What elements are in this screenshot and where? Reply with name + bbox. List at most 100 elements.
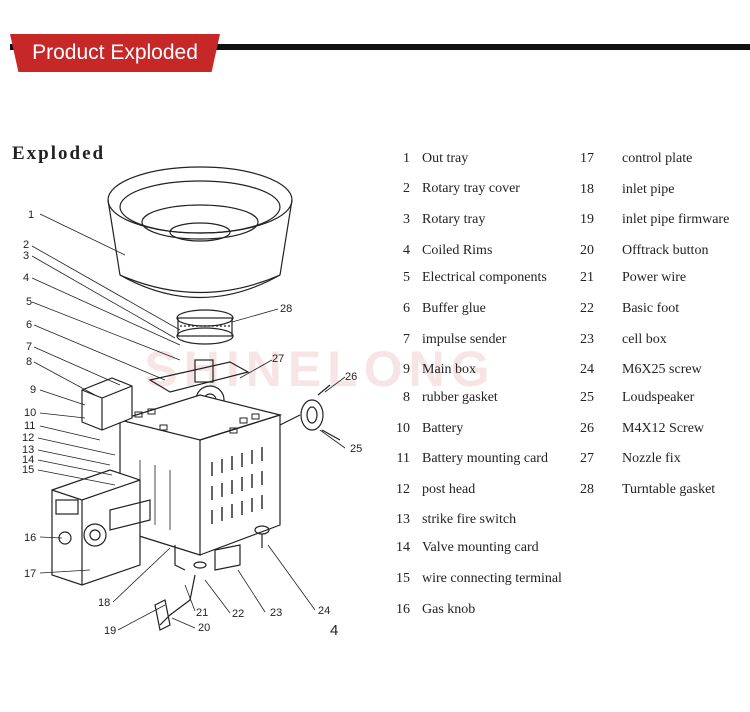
part-number: 4 bbox=[403, 243, 410, 258]
callout-12: 12 bbox=[22, 432, 34, 444]
part-number: 6 bbox=[403, 301, 410, 316]
part-number: 12 bbox=[396, 482, 410, 497]
callout-26: 26 bbox=[345, 371, 357, 383]
part-name: Rotary tray bbox=[422, 212, 486, 227]
loudspeaker-drawing bbox=[279, 384, 341, 441]
part-number: 1 bbox=[403, 151, 410, 166]
callout-21: 21 bbox=[196, 607, 208, 619]
banner-rule bbox=[10, 44, 750, 50]
callout-24: 24 bbox=[318, 605, 330, 617]
part-number: 20 bbox=[580, 243, 594, 258]
part-name: Battery bbox=[422, 421, 464, 436]
callout-11: 11 bbox=[24, 420, 35, 432]
control-plate-drawing bbox=[51, 469, 151, 586]
callout-7: 7 bbox=[26, 341, 32, 353]
part-name: control plate bbox=[622, 151, 693, 166]
part-name: Turntable gasket bbox=[622, 482, 716, 497]
banner-title: Product Exploded bbox=[32, 41, 198, 64]
callout-18: 18 bbox=[98, 597, 110, 609]
part-name: Valve mounting card bbox=[422, 540, 539, 555]
callout-19: 19 bbox=[104, 625, 116, 637]
part-number: 8 bbox=[403, 390, 410, 405]
electrical-components-drawing bbox=[81, 377, 133, 431]
part-name: inlet pipe bbox=[622, 182, 675, 197]
part-name: Loudspeaker bbox=[622, 390, 695, 405]
callout-27: 27 bbox=[272, 353, 284, 365]
part-name: Coiled Rims bbox=[422, 243, 493, 258]
part-name: M6X25 screw bbox=[622, 362, 702, 377]
part-name: Nozzle fix bbox=[622, 451, 681, 466]
part-name: Battery mounting card bbox=[422, 451, 548, 466]
part-name: inlet pipe firmware bbox=[622, 212, 730, 227]
part-name: Rotary tray cover bbox=[422, 181, 520, 196]
callout-9: 9 bbox=[30, 384, 36, 396]
part-name: Electrical components bbox=[422, 270, 547, 285]
part-number: 18 bbox=[580, 182, 594, 197]
part-number: 13 bbox=[396, 512, 410, 527]
part-name: wire connecting terminal bbox=[422, 571, 562, 586]
part-number: 3 bbox=[403, 212, 410, 227]
callout-2: 2 bbox=[23, 239, 29, 251]
part-number: 24 bbox=[580, 362, 594, 377]
callout-10: 10 bbox=[24, 407, 36, 419]
callout-4: 4 bbox=[23, 272, 29, 284]
page-number: 4 bbox=[330, 622, 338, 639]
part-number: 14 bbox=[396, 540, 410, 555]
callout-3: 3 bbox=[23, 250, 29, 262]
main-box-drawing bbox=[117, 394, 283, 556]
watermark-text: SHINELONG bbox=[144, 341, 495, 397]
part-name: Buffer glue bbox=[422, 301, 486, 316]
callout-23: 23 bbox=[270, 607, 282, 619]
part-number: 19 bbox=[580, 212, 594, 227]
part-name: Offtrack button bbox=[622, 243, 709, 258]
callout-6: 6 bbox=[26, 319, 32, 331]
part-name: post head bbox=[422, 482, 476, 497]
part-number: 5 bbox=[403, 270, 410, 285]
base-parts-drawing bbox=[154, 525, 270, 631]
banner-tab bbox=[10, 34, 220, 72]
part-name: M4X12 Screw bbox=[622, 421, 705, 436]
watermark: SHINELONG bbox=[144, 341, 495, 397]
part-number: 27 bbox=[580, 451, 594, 466]
callout-20: 20 bbox=[198, 622, 210, 634]
part-number: 9 bbox=[403, 362, 410, 377]
part-name: cell box bbox=[622, 332, 667, 347]
part-name: strike fire switch bbox=[422, 512, 517, 527]
callout-17: 17 bbox=[24, 568, 36, 580]
callout-13: 13 bbox=[22, 444, 34, 456]
part-number: 22 bbox=[580, 301, 594, 316]
part-number: 11 bbox=[396, 451, 410, 466]
part-number: 26 bbox=[580, 421, 594, 436]
part-number: 10 bbox=[396, 421, 410, 436]
part-number: 23 bbox=[580, 332, 594, 347]
callout-22: 22 bbox=[232, 608, 244, 620]
out-tray-drawing bbox=[107, 166, 293, 299]
callout-28: 28 bbox=[280, 303, 292, 315]
callout-25: 25 bbox=[350, 443, 362, 455]
part-name: rubber gasket bbox=[422, 390, 498, 405]
part-number: 15 bbox=[396, 571, 410, 586]
diagram-title: Exploded bbox=[12, 143, 106, 164]
callout-5: 5 bbox=[26, 296, 32, 308]
part-name: Main box bbox=[422, 362, 477, 377]
callout-14: 14 bbox=[22, 454, 34, 466]
part-name: impulse sender bbox=[422, 332, 507, 347]
callout-1: 1 bbox=[28, 209, 34, 221]
part-name: Power wire bbox=[622, 270, 687, 285]
part-name: Gas knob bbox=[422, 602, 476, 617]
callout-16: 16 bbox=[24, 532, 36, 544]
callout-8: 8 bbox=[26, 356, 32, 368]
callout-15: 15 bbox=[22, 464, 34, 476]
part-number: 7 bbox=[403, 332, 410, 347]
part-number: 2 bbox=[403, 181, 410, 196]
part-name: Out tray bbox=[422, 151, 469, 166]
part-number: 16 bbox=[396, 602, 410, 617]
part-number: 28 bbox=[580, 482, 594, 497]
part-number: 17 bbox=[580, 151, 594, 166]
part-name: Basic foot bbox=[622, 301, 680, 316]
part-number: 25 bbox=[580, 390, 594, 405]
rotary-tray-drawing bbox=[176, 309, 234, 345]
part-number: 21 bbox=[580, 270, 594, 285]
callouts: 1 2 3 4 5 6 7 8 9 10 11 12 13 14 15 16 1… bbox=[22, 209, 362, 637]
